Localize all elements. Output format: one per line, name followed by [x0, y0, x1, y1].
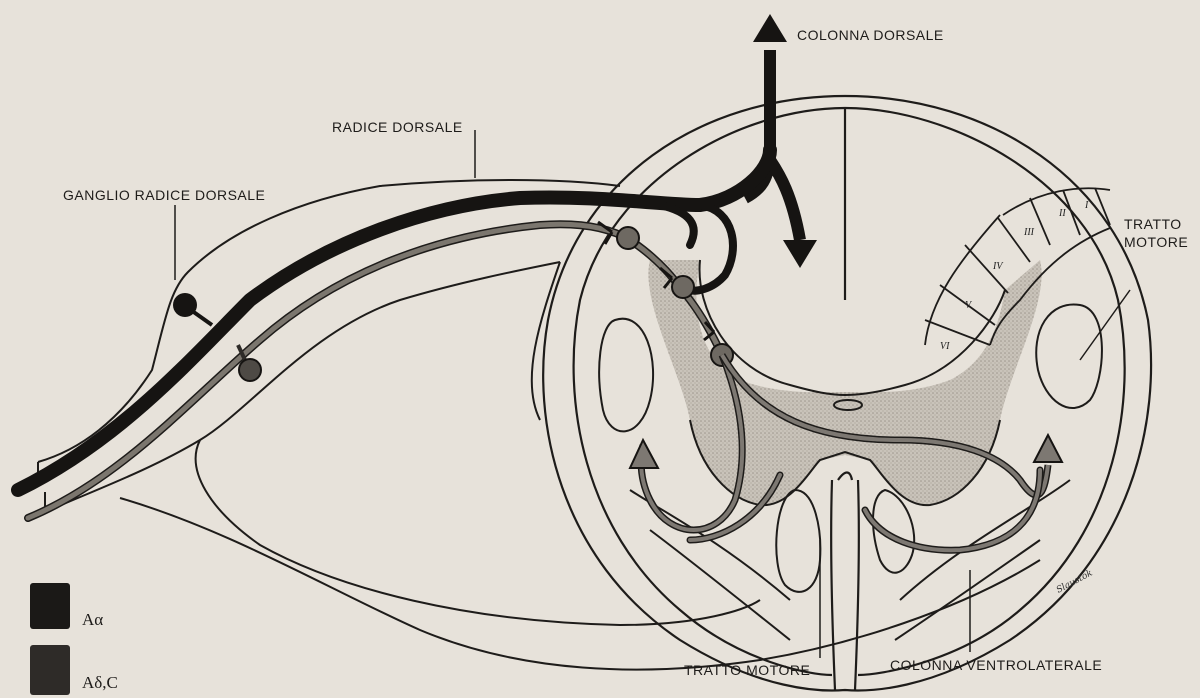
lamina-V: V [965, 300, 971, 311]
dorsal-column-arrow [745, 14, 817, 268]
legend-label-a-alpha: Aα [82, 610, 103, 630]
legend-swatch-a-alpha [30, 583, 70, 629]
label-dorsal-column: COLONNA DORSALE [797, 27, 944, 43]
legend-swatch-a-delta-c [30, 645, 70, 695]
ventral-funiculi [630, 480, 1070, 640]
lamina-VI: VI [940, 341, 949, 352]
lamina-IV: IV [993, 261, 1002, 272]
label-dorsal-root-ganglion: GANGLIO RADICE DORSALE [63, 187, 265, 203]
lamina-I: I [1085, 200, 1088, 211]
label-motor-tract-bottom: TRATTO MOTORE [684, 662, 810, 678]
label-ventrolateral-column: COLONNA VENTROLATERALE [890, 657, 1102, 673]
legend-label-a-delta-c: Aδ,C [82, 673, 118, 693]
label-motor-tract-right: TRATTO MOTORE [1124, 215, 1188, 251]
lamina-III: III [1024, 227, 1034, 238]
label-dorsal-root: RADICE DORSALE [332, 119, 463, 135]
lamina-II: II [1059, 208, 1066, 219]
